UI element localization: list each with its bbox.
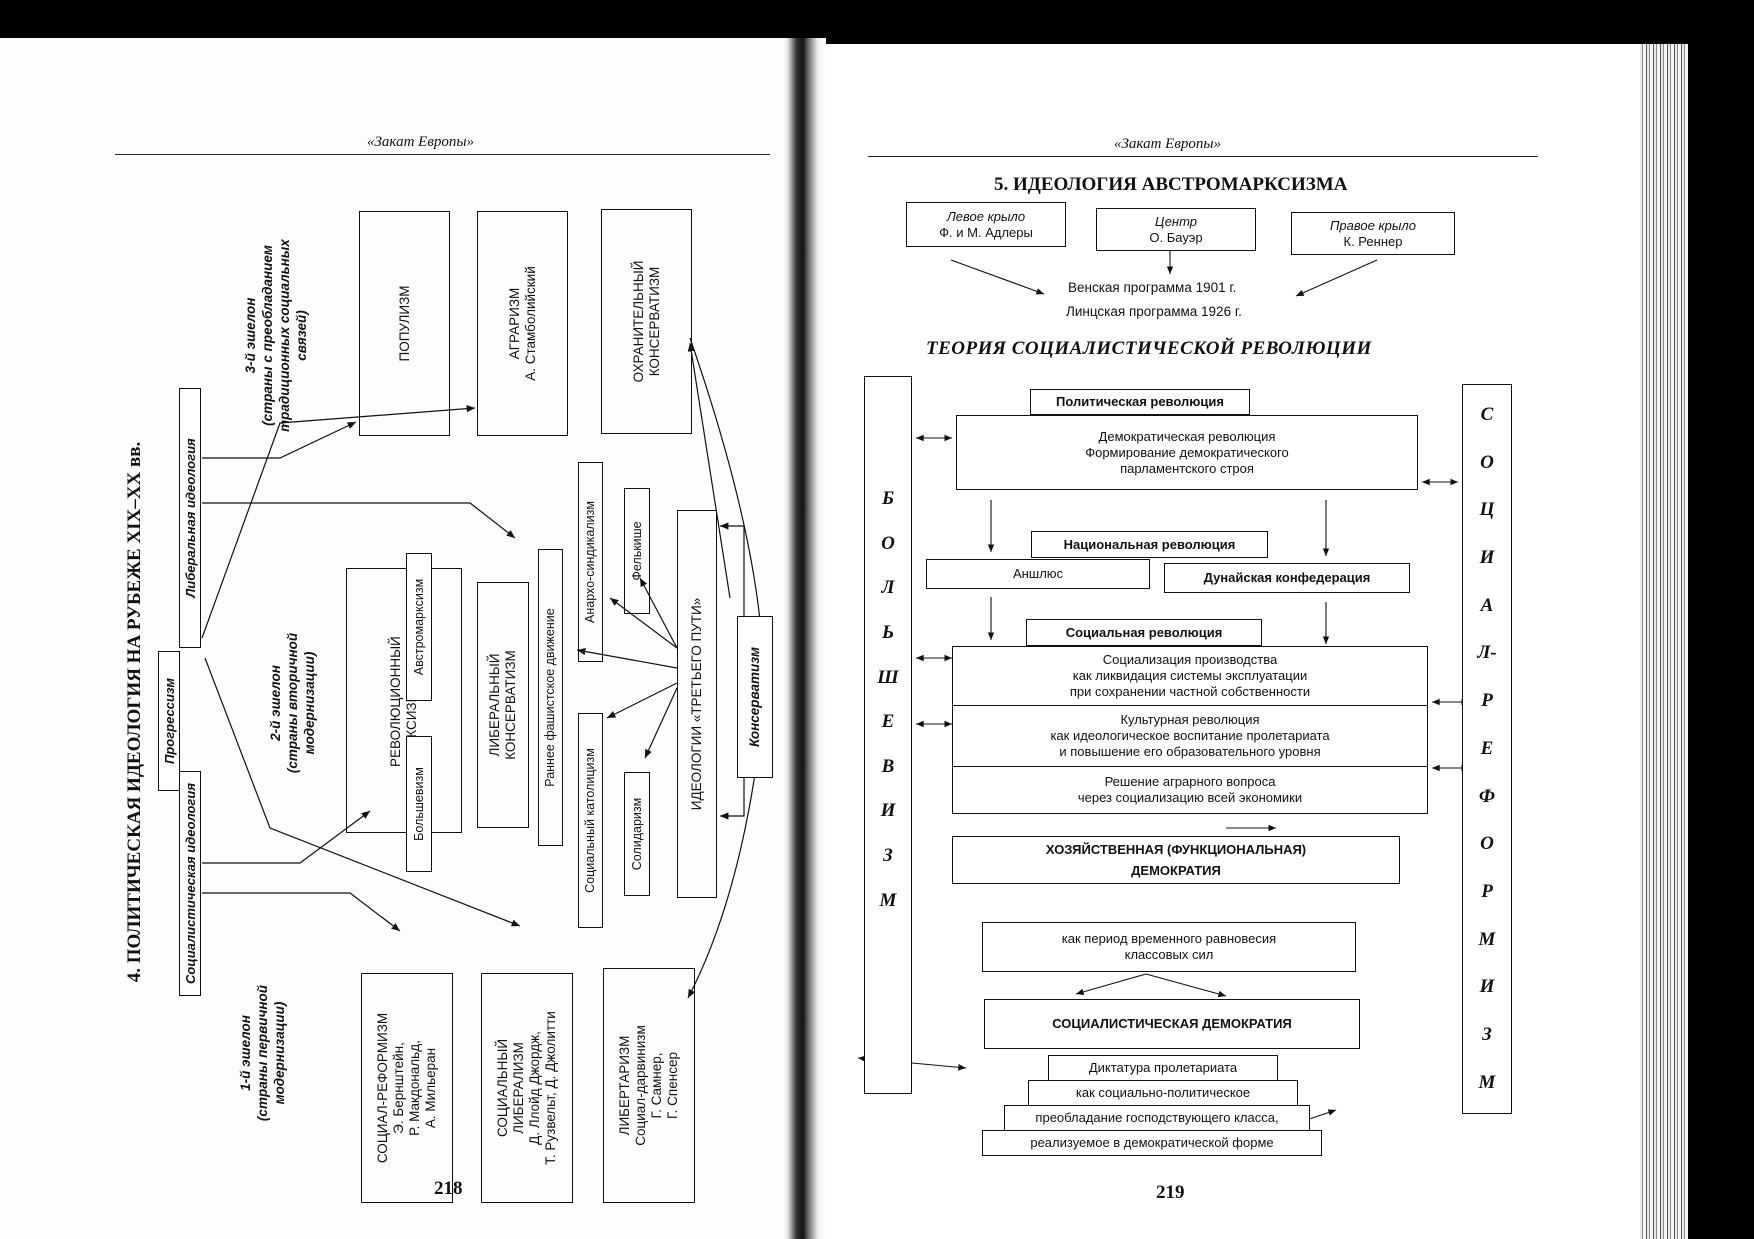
echelon-3: 3-й эшелон(страны с преобладанием традиц…	[243, 239, 309, 432]
social-reformism-letter: М	[1478, 928, 1496, 950]
dictatorship-line-1: Диктатура пролетариата	[1048, 1055, 1278, 1081]
danube-confederation-box: Дунайская конфедерация	[1164, 563, 1410, 593]
header-rule	[115, 154, 770, 155]
right-page: «Закат Европы» 5. ИДЕОЛОГИЯ АВСТРОМАРКСИ…	[826, 44, 1688, 1239]
social-reformism-letter: Р	[1481, 690, 1493, 712]
social-reformism-letter: О	[1480, 451, 1494, 473]
bolshevism-letter: М	[879, 889, 897, 911]
bolshevism-box: Большевизм	[406, 736, 432, 872]
social-catholicism-box: Социальный католицизм	[578, 713, 603, 928]
right-page-title: 5. ИДЕОЛОГИЯ АВСТРОМАРКСИЗМА	[994, 174, 1348, 195]
bolshevism-letter: Л	[881, 577, 895, 599]
social-reformism-letter: А	[1480, 594, 1494, 616]
book-spine	[784, 38, 826, 1239]
progressism-label: Прогрессизм	[158, 651, 180, 791]
political-revolution-box: Политическая революция	[1030, 389, 1250, 415]
page-edges	[1640, 44, 1696, 1239]
bolshevism-letter: В	[881, 755, 895, 777]
running-header: «Закат Европы»	[1114, 136, 1221, 152]
social-reformism-letter: О	[1480, 833, 1494, 855]
liberal-ideology-label: Либеральная идеология	[179, 388, 201, 648]
social-reformism-letter: Е	[1480, 737, 1494, 759]
third-way-box: ИДЕОЛОГИИ «ТРЕТЬЕГО ПУТИ»	[677, 510, 717, 898]
early-fascist-box: Раннее фашистское движение	[538, 549, 563, 846]
populism-box: ПОПУЛИЗМ	[359, 211, 450, 436]
felkishe-box: Фелькише	[624, 488, 650, 614]
austromarxism-box: Австромарксизм	[406, 553, 432, 701]
economic-democracy-box: ХОЗЯЙСТВЕННАЯ (ФУНКЦИОНАЛЬНАЯ)ДЕМОКРАТИЯ	[952, 836, 1400, 884]
linz-program: Линцская программа 1926 г.	[1066, 304, 1242, 319]
social-reformism-letter: М	[1478, 1071, 1496, 1093]
bolshevism-letter: Е	[881, 711, 895, 733]
anschluss-box: Аншлюс	[926, 559, 1150, 589]
national-revolution-box: Национальная революция	[1031, 531, 1268, 558]
social-reformism-letter: Л-	[1477, 642, 1497, 664]
echelon-2: 2-й эшелон(страны вторичной модернизации…	[267, 632, 317, 774]
social-reformism-letter: Р	[1481, 881, 1493, 903]
social-reformism-letter: И	[1479, 976, 1495, 998]
social-reformism-letter: С	[1480, 403, 1494, 425]
page-number: 218	[434, 1178, 463, 1199]
social-reformism-letter: Ф	[1478, 785, 1496, 807]
echelon-1: 1-й эшелон(страны первичной модернизации…	[237, 984, 287, 1122]
scan-border	[1688, 0, 1754, 1239]
bolshevism-letter: З	[883, 845, 893, 867]
solidarism-box: Солидаризм	[624, 772, 650, 896]
theory-title: ТЕОРИЯ СОЦИАЛИСТИЧЕСКОЙ РЕВОЛЮЦИИ	[926, 338, 1372, 359]
bolshevism-letter: Ь	[881, 622, 895, 644]
bolshevism-letter: Б	[881, 488, 895, 510]
dictatorship-line-4: реализуемое в демократической форме	[982, 1130, 1322, 1156]
socialist-democracy-box: СОЦИАЛИСТИЧЕСКАЯ ДЕМОКРАТИЯ	[984, 999, 1360, 1049]
running-header: «Закат Европы»	[367, 134, 474, 150]
left-page-title: 4. ПОЛИТИЧЕСКАЯ ИДЕОЛОГИЯ НА РУБЕЖЕ XIX–…	[124, 441, 145, 983]
bolshevism-letter: О	[881, 532, 895, 554]
vienna-program: Венская программа 1901 г.	[1068, 280, 1237, 295]
anarcho-syndicalism-box: Анархо-синдикализм	[578, 462, 603, 662]
bolshevism-letter: И	[880, 800, 896, 822]
page-number: 219	[1156, 1182, 1185, 1203]
social-reformism-column: С О Ц И А Л- Р Е Ф О Р М И З М	[1462, 384, 1512, 1114]
dictatorship-line-3: преобладание господствующего класса,	[1004, 1105, 1310, 1131]
socialist-ideology-label: Социалистическая идеология	[179, 771, 201, 996]
social-reformism-letter: И	[1479, 547, 1495, 569]
social-reformism-letter: Ц	[1479, 499, 1495, 521]
header-rule	[868, 156, 1538, 157]
bolshevism-letter: Ш	[877, 666, 899, 688]
social-reformism-letter: З	[1482, 1024, 1492, 1046]
dictatorship-line-2: как социально-политическое	[1028, 1080, 1298, 1106]
conservatism-box: Консерватизм	[737, 616, 773, 778]
left-page: «Закат Европы»	[0, 38, 788, 1239]
social-revolution-box: Социальная революция	[1026, 619, 1262, 646]
